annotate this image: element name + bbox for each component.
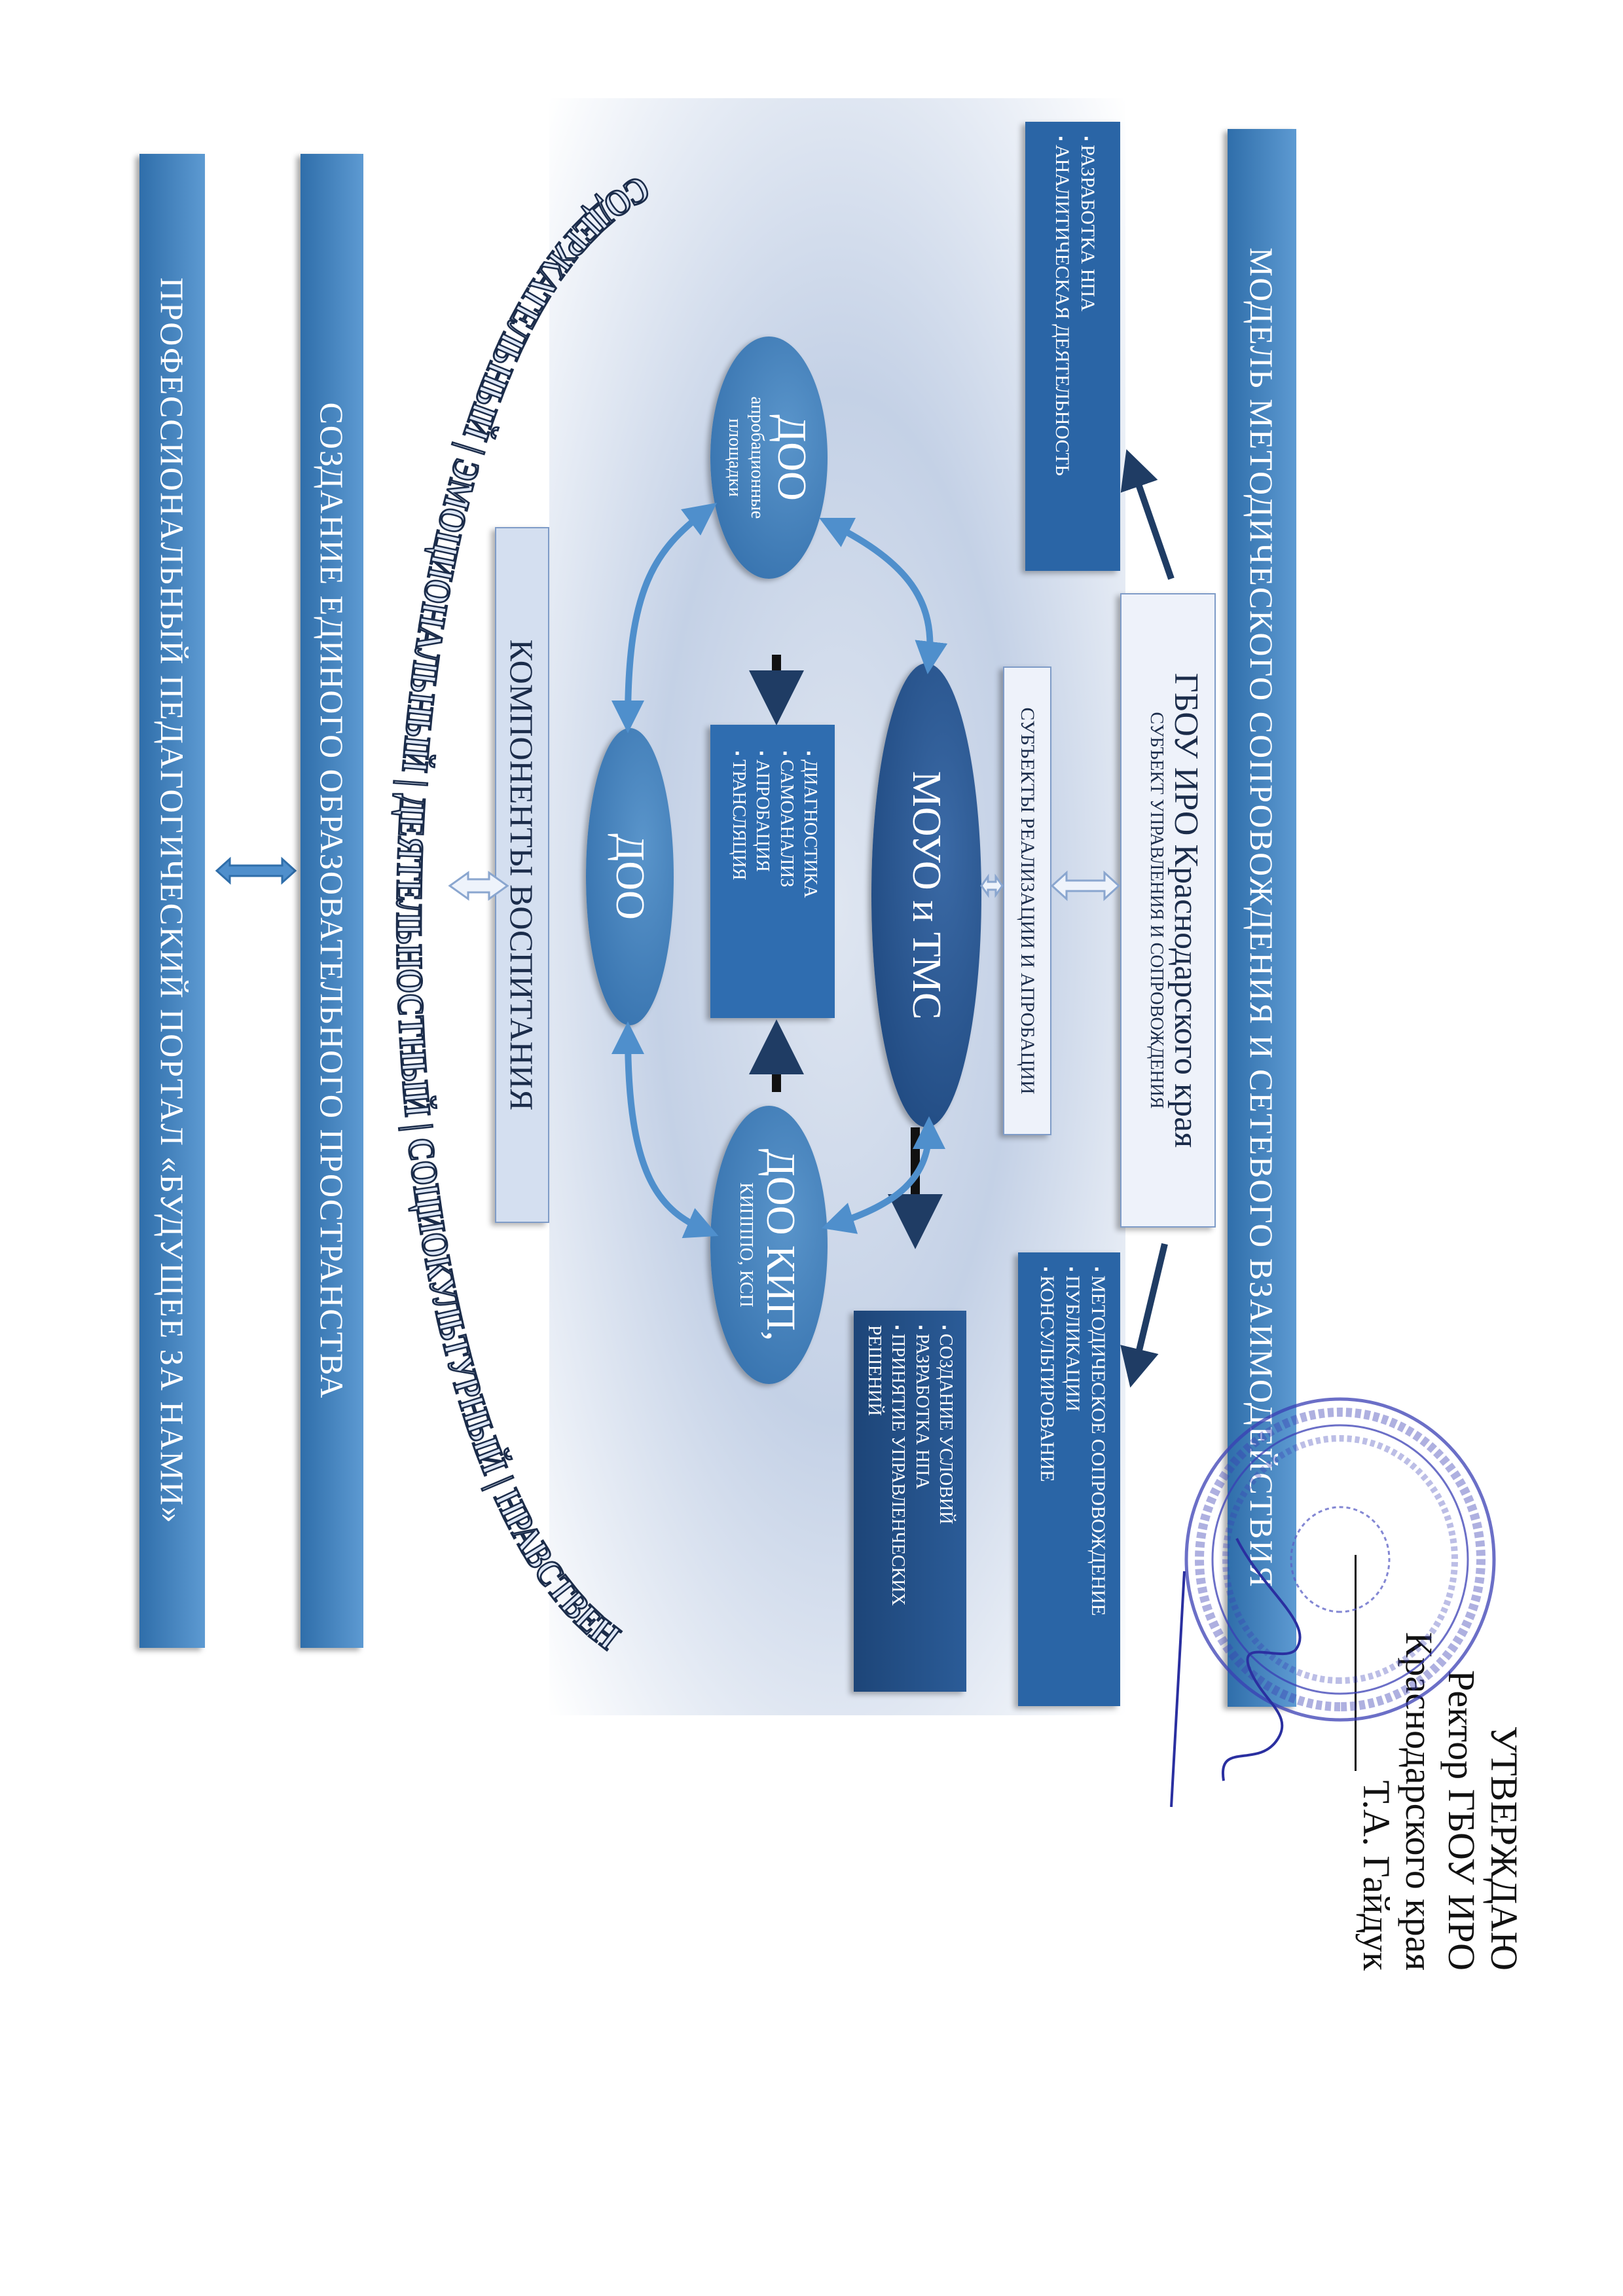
gbou-iro-subtitle: СУБЪЕКТ УПРАВЛЕНИЯ И СОПРОВОЖДЕНИЯ [1146,712,1167,1109]
list-item: ПУБЛИКАЦИИ [1060,1267,1085,1692]
npa-analytics-box: РАЗРАБОТКА НПА АНАЛИТИЧЕСКАЯ ДЕЯТЕЛЬНОСТ… [1025,122,1120,571]
list-item: ТРАНСЛЯЦИЯ [726,751,750,992]
official-stamp [1184,1397,1496,1722]
gbou-iro-title: ГБОУ ИРО Краснодарского края [1167,672,1205,1148]
doo-pilot-ellipse: ДОО апробационные площадки [710,337,828,579]
mouo-tms-ellipse: МОУО и ТМС [871,663,981,1127]
subjects-label-box: СУБЪЕКТЫ РЕАЛИЗАЦИИ И АПРОБАЦИИ [1003,666,1051,1135]
doo-kip-subtitle: КИПППО, КСП [735,1182,756,1307]
gbou-iro-box: ГБОУ ИРО Краснодарского края СУБЪЕКТ УПР… [1120,593,1216,1228]
stamp-and-signature [1170,1397,1496,1808]
list-item: КОНСУЛЬТИРОВАНИЕ [1034,1267,1060,1692]
management-decisions-box: СОЗДАНИЕ УСЛОВИЙ РАЗРАБОТКА НПА ПРИНЯТИЕ… [854,1311,966,1692]
portal-bar[interactable]: ПРОФЕССИОНАЛЬНЫЙ ПЕДАГОГИЧЕСКИЙ ПОРТАЛ «… [139,154,205,1648]
doo-pilot-subtitle: апробационные площадки [725,396,767,519]
unified-space-label: СОЗДАНИЕ ЕДИНОГО ОБРАЗОВАТЕЛЬНОГО ПРОСТР… [314,402,350,1400]
doo-ellipse: ДОО [586,728,674,1025]
components-label-box: КОМПОНЕНТЫ ВОСПИТАНИЯ [495,527,549,1223]
list-item: ДИАГНОСТИКА [798,751,822,992]
list-item: ПРИНЯТИЕ УПРАВЛЕНЧЕСКИХ РЕШЕНИЙ [862,1325,909,1677]
list-item: РАЗРАБОТКА НПА [909,1325,933,1677]
doo-kip-title: ДОО КИП, [757,1148,803,1341]
subjects-label: СУБЪЕКТЫ РЕАЛИЗАЦИИ И АПРОБАЦИИ [1017,707,1038,1095]
mouo-label: МОУО и ТМС [904,771,949,1020]
list-item: АПРОБАЦИЯ [750,751,774,992]
doo-pilot-title: ДОО [769,414,814,501]
diagnostics-box: ДИАГНОСТИКА САМОАНАЛИЗ АПРОБАЦИЯ ТРАНСЛЯ… [710,725,835,1018]
methodical-support-box: МЕТОДИЧЕСКОЕ СОПРОВОЖДЕНИЕ ПУБЛИКАЦИИ КО… [1018,1252,1120,1706]
list-item: САМОАНАЛИЗ [774,751,797,992]
list-item: РАЗРАБОТКА НПА [1075,136,1101,556]
list-item: СОЗДАНИЕ УСЛОВИЙ [934,1325,957,1677]
signature-icon [1170,1538,1302,1808]
list-item: МЕТОДИЧЕСКОЕ СОПРОВОЖДЕНИЕ [1085,1267,1111,1692]
unified-space-bar: СОЗДАНИЕ ЕДИНОГО ОБРАЗОВАТЕЛЬНОГО ПРОСТР… [301,154,363,1648]
doo-title: ДОО [608,833,653,920]
list-item: АНАЛИТИЧЕСКАЯ ДЕЯТЕЛЬНОСТЬ [1049,136,1075,556]
doo-kip-ellipse: ДОО КИП, КИПППО, КСП [710,1106,828,1384]
components-label: КОМПОНЕНТЫ ВОСПИТАНИЯ [503,639,540,1111]
portal-label[interactable]: ПРОФЕССИОНАЛЬНЫЙ ПЕДАГОГИЧЕСКИЙ ПОРТАЛ «… [154,277,191,1525]
